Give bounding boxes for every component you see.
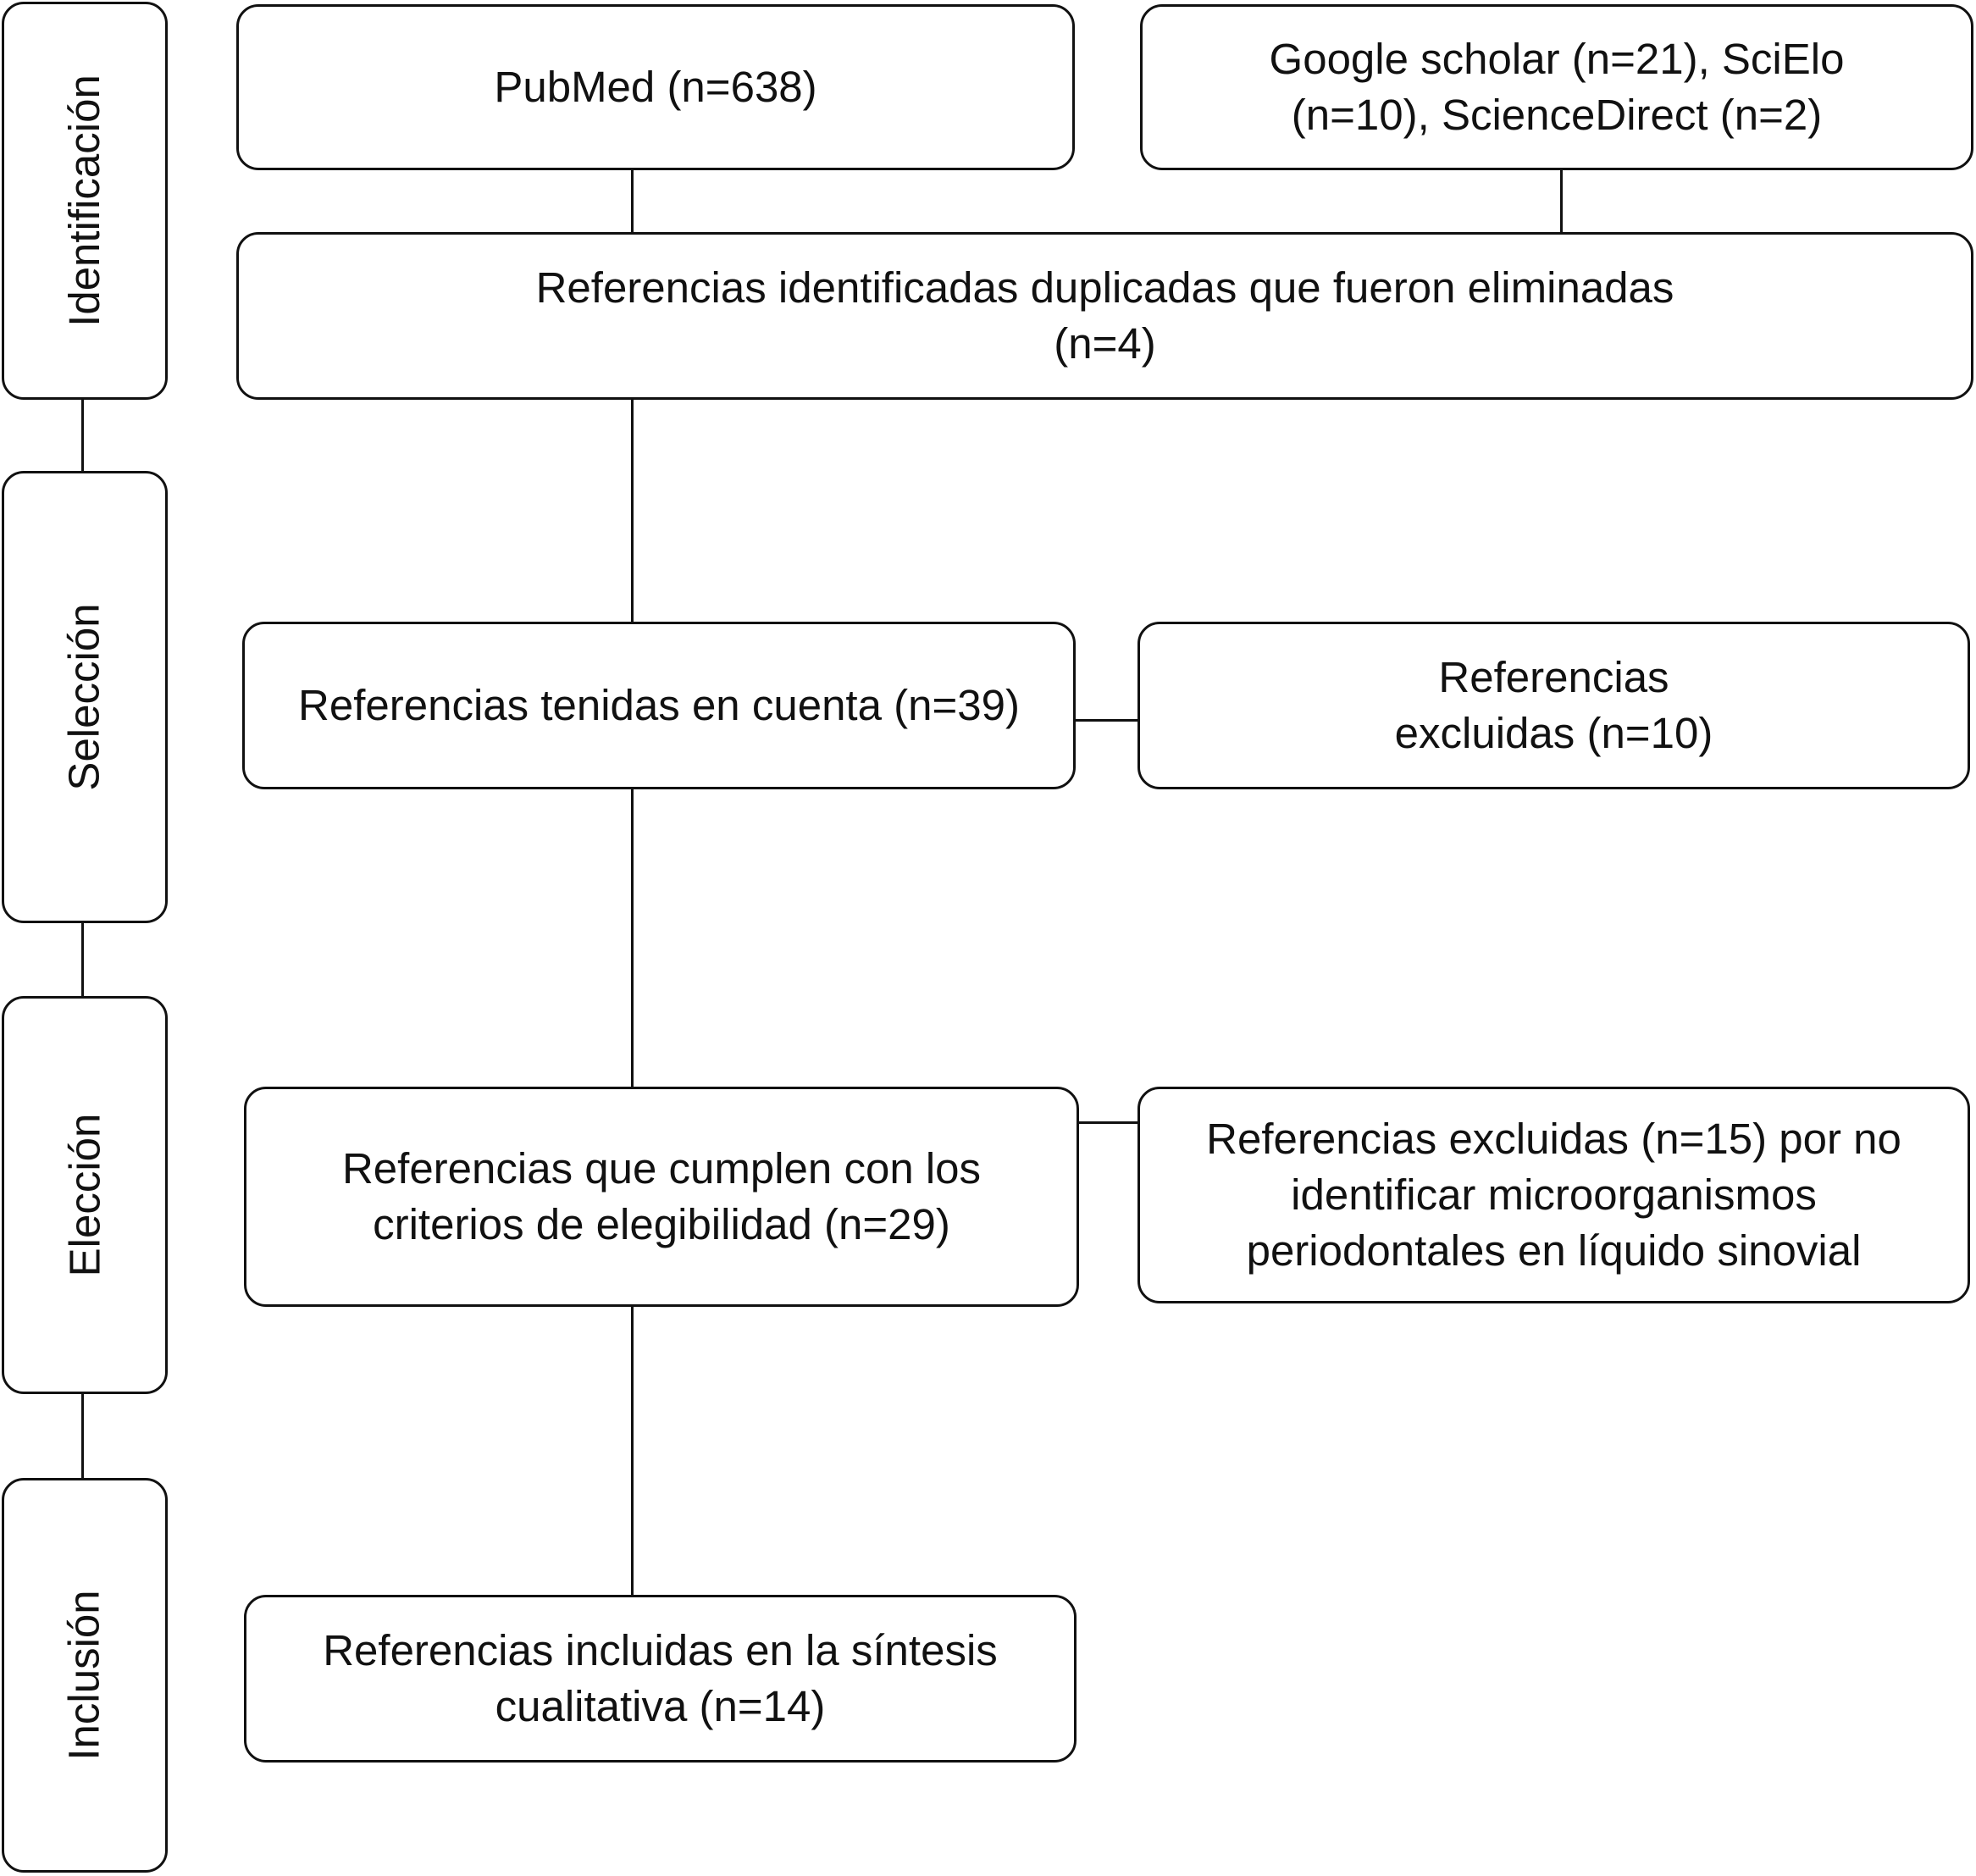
phase-identification: Identificación — [2, 2, 168, 400]
connector-phase-2-3 — [81, 921, 84, 996]
connector-screened-to-excluded — [1074, 719, 1140, 722]
included-text: Referencias incluidas en la síntesis cua… — [323, 1626, 998, 1730]
connector-screened-to-eligible — [631, 788, 634, 1088]
phase-inclusion-label: Inclusión — [60, 1590, 109, 1761]
screened-excluded-box: Referencias excluidas (n=10) — [1137, 622, 1970, 789]
eligible-box: Referencias que cumplen con los criterio… — [244, 1087, 1079, 1307]
other-sources-text: Google scholar (n=21), SciElo (n=10), Sc… — [1269, 35, 1845, 139]
duplicates-removed-text: Referencias identificadas duplicadas que… — [535, 263, 1674, 368]
connector-phase-1-2 — [81, 398, 84, 471]
other-sources-box: Google scholar (n=21), SciElo (n=10), Sc… — [1140, 4, 1973, 170]
phase-eligibility-label: Elección — [60, 1113, 108, 1277]
phase-identification-label: Identificación — [60, 75, 108, 327]
pubmed-box: PubMed (n=638) — [236, 4, 1075, 170]
screened-text: Referencias tenidas en cuenta (n=39) — [298, 681, 1020, 729]
duplicates-removed-box: Referencias identificadas duplicadas que… — [236, 232, 1973, 400]
phase-selection: Selección — [2, 471, 168, 923]
connector-other-to-duplicates — [1560, 169, 1563, 234]
connector-eligible-to-included — [631, 1305, 634, 1597]
screened-box: Referencias tenidas en cuenta (n=39) — [242, 622, 1076, 789]
phase-inclusion: Inclusión — [2, 1478, 168, 1873]
eligible-excluded-text: Referencias excluidas (n=15) por no iden… — [1206, 1115, 1901, 1275]
connector-phase-3-4 — [81, 1393, 84, 1478]
pubmed-text: PubMed (n=638) — [494, 63, 817, 111]
included-box: Referencias incluidas en la síntesis cua… — [244, 1595, 1077, 1763]
connector-pubmed-to-duplicates — [631, 169, 634, 234]
eligible-text: Referencias que cumplen con los criterio… — [341, 1144, 982, 1248]
phase-selection-label: Selección — [60, 603, 109, 791]
eligible-excluded-box: Referencias excluidas (n=15) por no iden… — [1137, 1087, 1970, 1303]
phase-eligibility: Elección — [2, 996, 168, 1394]
connector-eligible-to-excluded — [1077, 1121, 1140, 1124]
connector-duplicates-to-screened — [631, 398, 634, 623]
screened-excluded-text: Referencias excluidas (n=10) — [1394, 653, 1713, 757]
